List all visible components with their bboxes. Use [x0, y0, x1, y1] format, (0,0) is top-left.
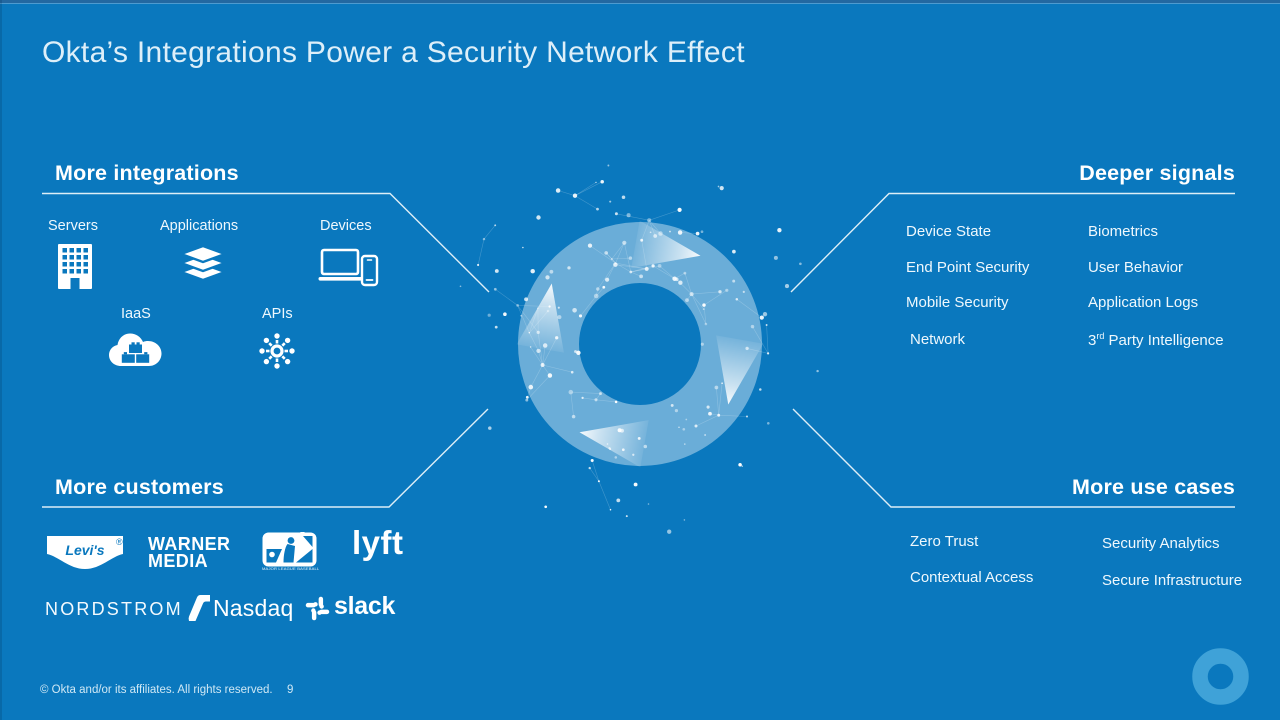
copyright-text: © Okta and/or its affiliates. All rights… — [40, 684, 273, 696]
ring-shape — [518, 222, 762, 466]
heading-deeper-signals: Deeper signals — [1079, 161, 1235, 185]
slide-title: Okta’s Integrations Power a Security Net… — [42, 36, 745, 69]
lyft-logo: lyft — [352, 524, 404, 561]
signal-user-behavior: User Behavior — [1088, 259, 1184, 276]
label-applications: Applications — [160, 218, 239, 234]
registered-mark-icon: ® — [116, 537, 123, 547]
signal-third-party-intelligence: 3rd Party Intelligence — [1088, 331, 1224, 349]
warner-media-logo: WARNER MEDIA — [148, 534, 231, 571]
page-number: 9 — [287, 684, 294, 696]
label-iaas: IaaS — [121, 306, 151, 322]
label-apis: APIs — [262, 306, 293, 322]
top-edge-highlight — [0, 3, 1280, 4]
cloud-bricks-icon — [109, 333, 162, 366]
mlb-logo — [262, 532, 317, 567]
nordstrom-logo: NORDSTROM — [45, 599, 183, 619]
svg-text:Levi's: Levi's — [65, 542, 104, 558]
usecase-security-analytics: Security Analytics — [1102, 535, 1220, 552]
slack-logo: slack — [334, 592, 396, 620]
label-servers: Servers — [48, 218, 98, 234]
signal-biometrics: Biometrics — [1088, 223, 1159, 240]
signal-application-logs: Application Logs — [1088, 294, 1199, 311]
usecase-contextual-access: Contextual Access — [910, 569, 1034, 586]
building-icon — [58, 244, 92, 289]
okta-logo-icon — [1192, 648, 1249, 705]
security-network-ring-graphic — [459, 164, 819, 534]
top-edge-strip — [0, 0, 1280, 3]
slack-icon — [305, 596, 330, 621]
hub-icon — [259, 333, 295, 369]
signal-mobile-security: Mobile Security — [906, 294, 1009, 311]
signal-network: Network — [910, 331, 966, 348]
usecase-zero-trust: Zero Trust — [910, 533, 979, 550]
constellation-dots — [459, 164, 819, 534]
mlb-caption: MAJOR LEAGUE BASEBALL — [262, 567, 320, 572]
heading-more-integrations: More integrations — [55, 161, 239, 185]
left-edge-strip — [0, 0, 2, 720]
nasdaq-swoosh-icon — [188, 595, 210, 621]
laptop-phone-icon — [318, 248, 379, 287]
signal-device-state: Device State — [906, 223, 992, 240]
layers-icon — [179, 244, 227, 282]
usecase-secure-infrastructure: Secure Infrastructure — [1102, 572, 1243, 589]
nasdaq-logo: Nasdaq — [213, 595, 294, 621]
label-devices: Devices — [320, 218, 372, 234]
levis-logo: Levi's ® — [47, 536, 123, 569]
heading-more-customers: More customers — [55, 475, 224, 499]
heading-more-use-cases: More use cases — [1072, 475, 1235, 499]
signal-end-point-security: End Point Security — [906, 259, 1030, 276]
